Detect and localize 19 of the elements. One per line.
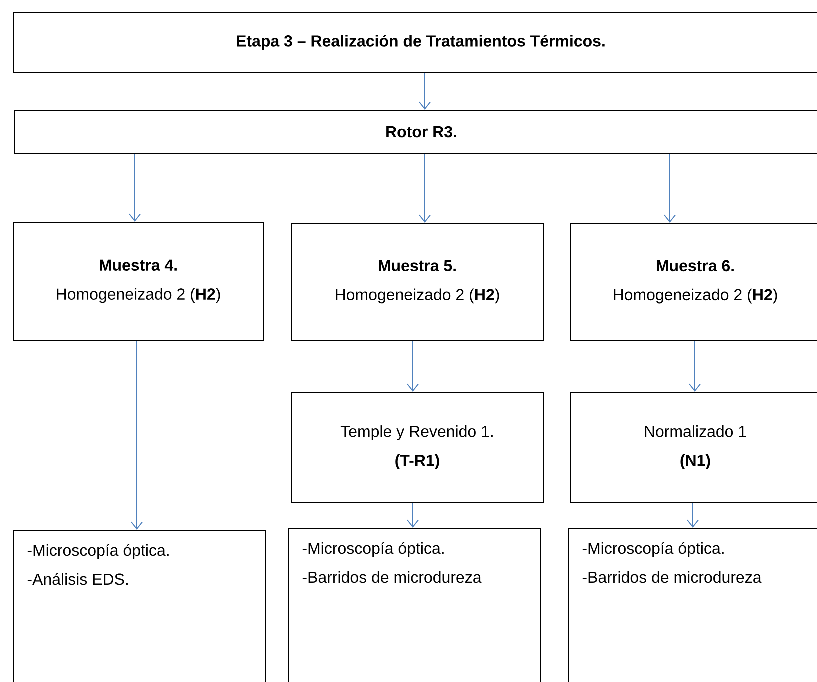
tasks-box: -Microscopía óptica. -Barridos de microdureza bbox=[568, 528, 817, 682]
arrow bbox=[419, 154, 431, 223]
sample-box: Muestra 4. Homogeneizado 2 (H2) bbox=[13, 222, 264, 341]
tasks-box: -Microscopía óptica. -Barridos de microdureza bbox=[288, 528, 541, 682]
treatment-box: Normalizado 1 (N1) bbox=[570, 392, 817, 503]
arrow bbox=[407, 502, 419, 528]
arrow bbox=[129, 154, 141, 222]
title-box: Etapa 3 – Realización de Tratamientos Térmicos. bbox=[13, 12, 817, 73]
group-box: Rotor R3. bbox=[14, 110, 817, 154]
treatment-box: Temple y Revenido 1. (T-R1) bbox=[291, 392, 544, 503]
tasks-box: -Microscopía óptica. -Análisis EDS. bbox=[13, 530, 266, 682]
sample-box: Muestra 6. Homogeneizado 2 (H2) bbox=[570, 223, 817, 341]
arrow bbox=[664, 154, 676, 223]
arrow bbox=[131, 340, 143, 530]
arrow bbox=[419, 72, 431, 110]
arrow bbox=[689, 340, 701, 392]
arrow bbox=[407, 340, 419, 392]
arrow bbox=[687, 502, 699, 528]
sample-box: Muestra 5. Homogeneizado 2 (H2) bbox=[291, 223, 544, 341]
